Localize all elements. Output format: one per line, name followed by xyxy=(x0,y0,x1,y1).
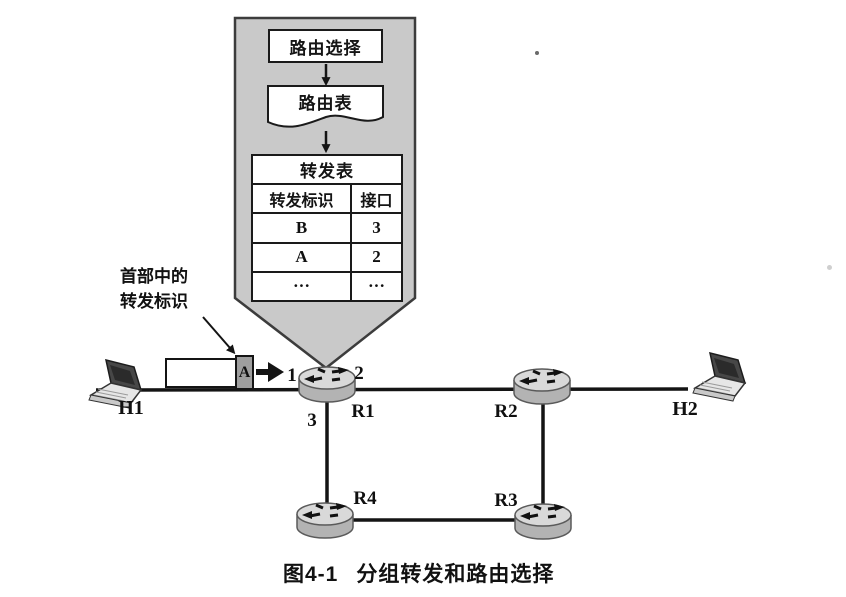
host-h1-label: H1 xyxy=(118,396,144,419)
router-r3-label: R3 xyxy=(494,490,518,511)
scan-speck xyxy=(827,265,832,270)
column-header-interface: 接口 xyxy=(360,192,393,210)
router-r1-label: R1 xyxy=(351,401,375,422)
r1-port-1-label: 1 xyxy=(287,365,297,386)
annotation-arrow-icon xyxy=(202,316,236,355)
figure-caption-title: 分组转发和路由选择 xyxy=(356,563,555,586)
routing-selection-box: 路由选择 xyxy=(268,29,383,63)
router-r2-icon xyxy=(512,367,572,406)
router-r1-icon xyxy=(297,365,357,404)
table-row: B 3 xyxy=(253,214,401,244)
router-r4-label: R4 xyxy=(353,488,377,509)
scan-speck xyxy=(535,51,539,55)
routing-table-label: 路由表 xyxy=(298,93,353,113)
packet-direction-arrow-icon xyxy=(256,362,284,382)
cell-interface: 2 xyxy=(372,247,381,267)
host-h2-label: H2 xyxy=(672,397,698,420)
header-forwarding-id-annotation: 首部中的 转发标识 xyxy=(100,264,208,314)
cell-forwarding-id: A xyxy=(253,243,352,271)
routing-table-document-shape xyxy=(267,85,384,128)
cell-forwarding-id: B xyxy=(253,214,352,242)
router-r4-icon xyxy=(295,501,355,540)
table-row: A 2 xyxy=(253,243,401,273)
forwarding-table-header-row: 转发标识 接口 xyxy=(253,185,401,215)
r1-port-2-label: 2 xyxy=(354,363,364,384)
annotation-line2: 转发标识 xyxy=(120,292,188,311)
table-row: ··· ··· xyxy=(253,272,401,300)
forwarding-table-title: 转发表 xyxy=(253,156,401,185)
figure-caption-number: 图4-1 xyxy=(283,563,339,586)
annotation-line1: 首部中的 xyxy=(120,267,188,286)
router-r3-icon xyxy=(513,502,573,541)
forwarding-table: 转发表 转发标识 接口 B 3 A 2 ··· ··· xyxy=(251,154,403,302)
host-h2-laptop-icon xyxy=(692,352,746,402)
cell-forwarding-id: ··· xyxy=(253,272,352,300)
packet-body xyxy=(165,358,237,388)
packet-forwarding-tag: A xyxy=(235,355,254,390)
cell-interface: 3 xyxy=(372,217,381,237)
router-r2-label: R2 xyxy=(494,401,518,422)
link-h1-r1-r2-h2 xyxy=(95,387,689,392)
column-header-forwarding-id: 转发标识 xyxy=(253,185,352,213)
figure-caption: 图4-1 分组转发和路由选择 xyxy=(283,558,554,588)
cell-interface: ··· xyxy=(367,276,385,296)
r1-port-3-label: 3 xyxy=(307,410,317,431)
